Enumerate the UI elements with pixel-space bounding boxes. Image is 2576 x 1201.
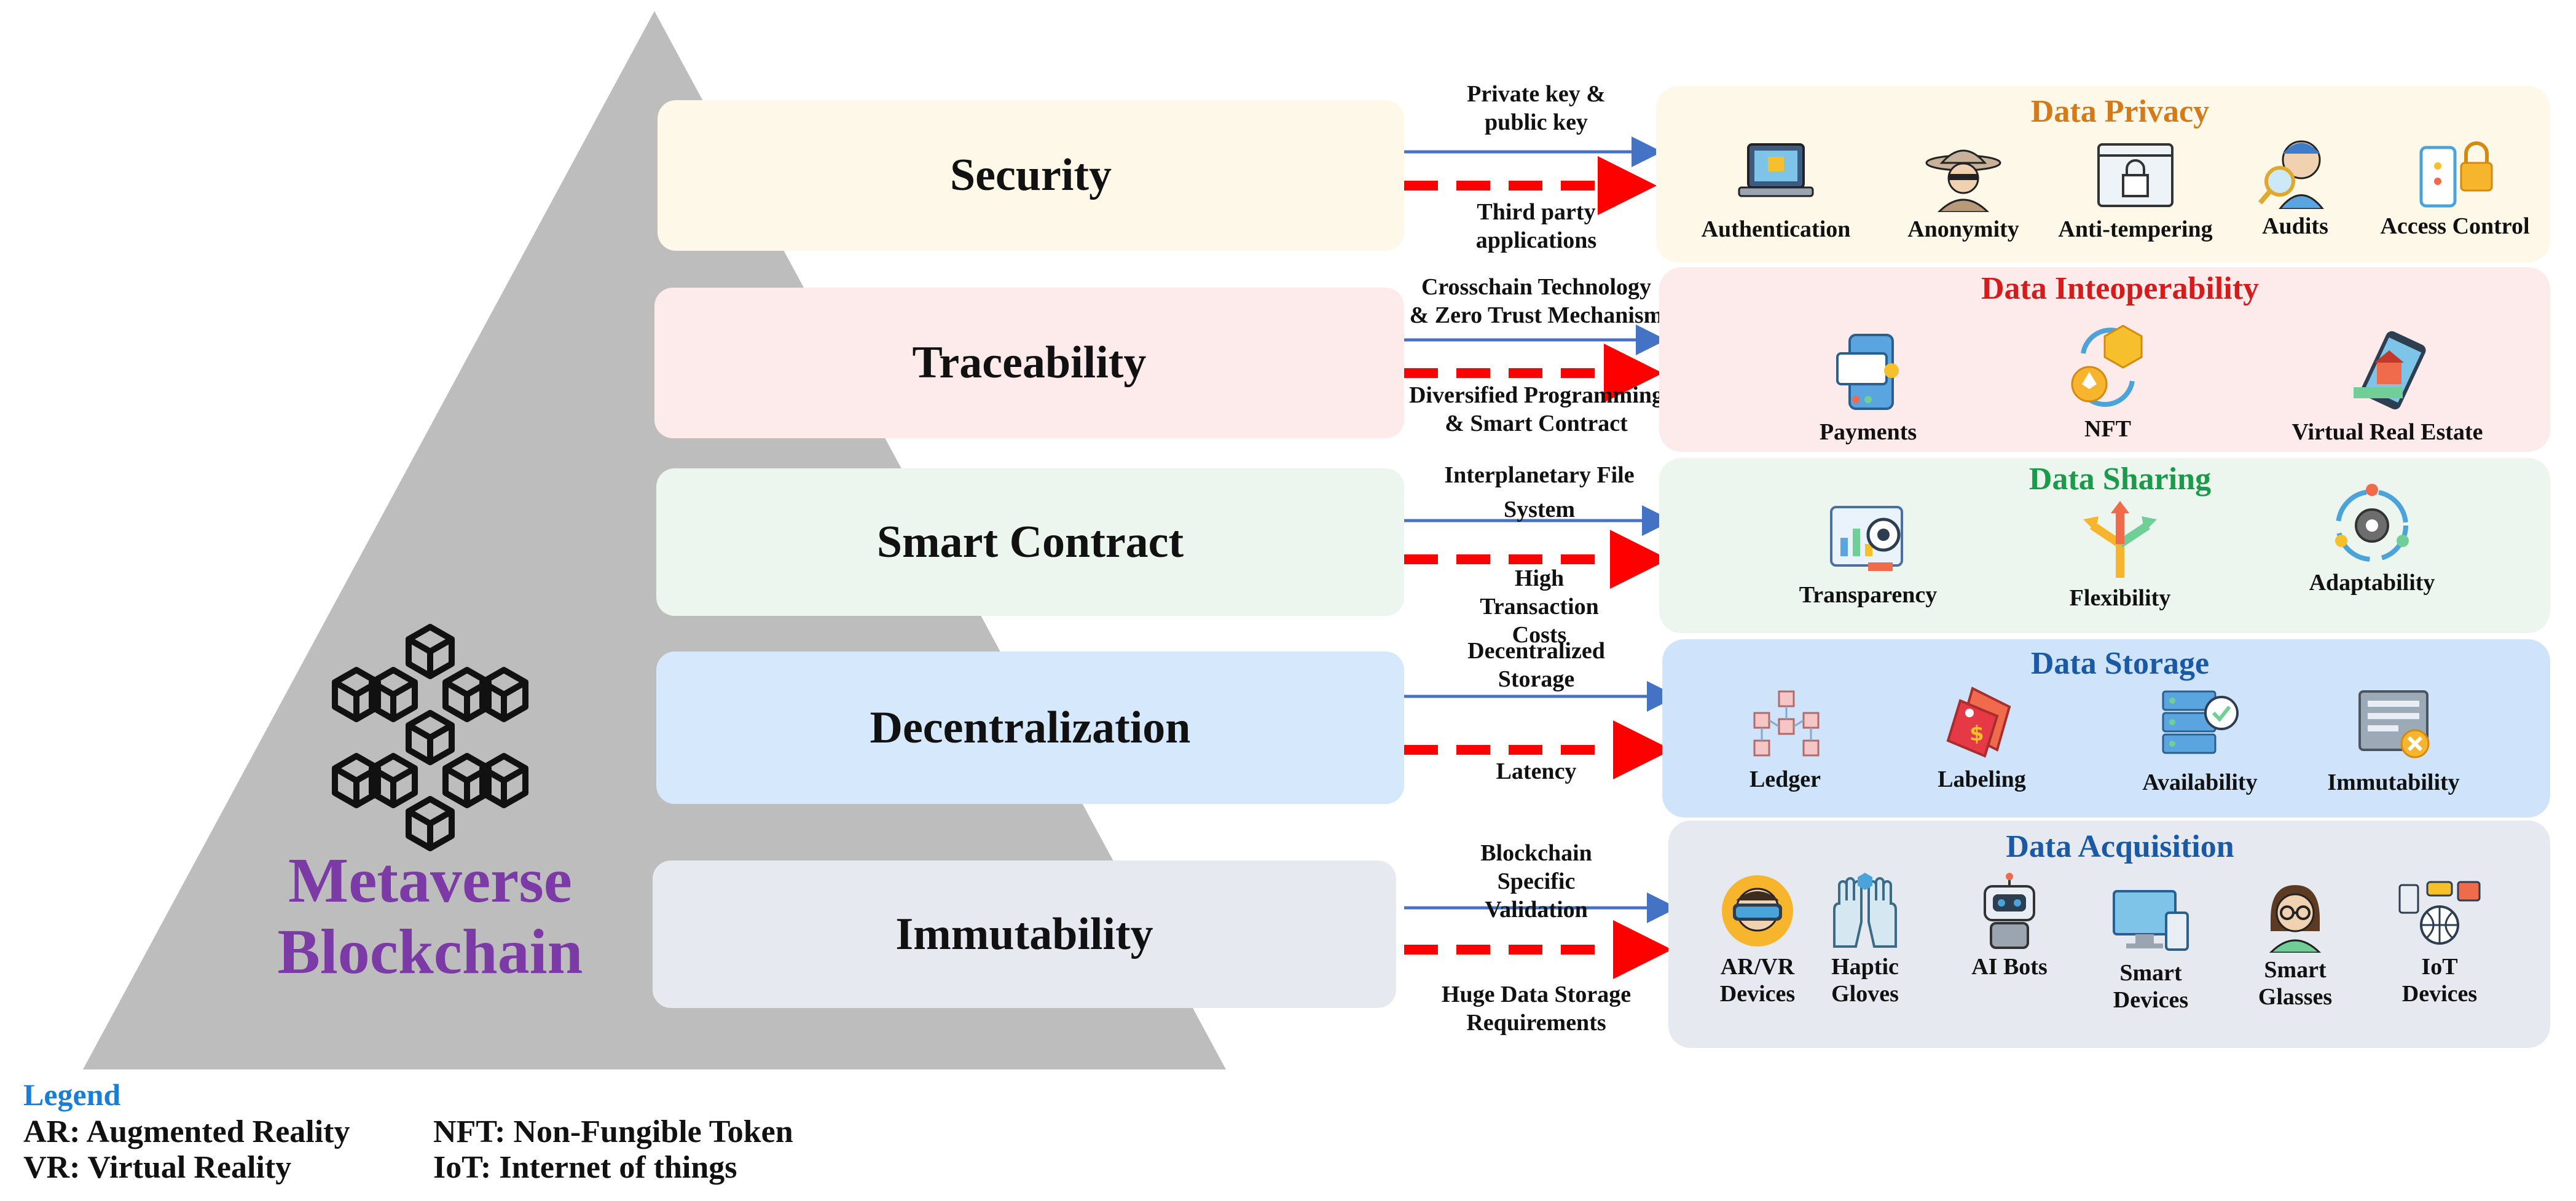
layer-traceability: Traceability [654, 288, 1404, 438]
glasses-person-icon [2269, 885, 2322, 953]
feature-iot-devices: IoT Devices [2378, 873, 2501, 1007]
layer-label: Decentralization [870, 702, 1191, 753]
arrow-label-bottom: Latency [1496, 758, 1577, 784]
feature-access-control: Access Control [2357, 132, 2553, 240]
legend-item-iot: IoT: Internet of things [433, 1150, 737, 1185]
nft-icon [2071, 325, 2143, 407]
feature-virtual-real-estate: Virtual Real Estate [2258, 329, 2516, 446]
category-title: Data Privacy [2030, 94, 2210, 129]
pyramid-shape [83, 11, 1226, 1069]
feature-nft: NFT [2046, 323, 2169, 443]
spy-icon [1925, 149, 2001, 212]
vr-estate-icon [2354, 331, 2426, 410]
feature-authentication: Authentication [1675, 138, 1877, 243]
legend-title: Legend [23, 1077, 121, 1112]
feature-ar-vr-devices: AR/VR Devices [1699, 873, 1816, 1007]
arrow-label-top: Decentralized Storage [1467, 638, 1605, 692]
arrow-label-bottom: High Transaction Costs [1480, 565, 1599, 648]
iot-icon [2398, 881, 2481, 945]
feature-payments: Payments [1788, 329, 1948, 446]
feature-availability: Availability [2114, 685, 2286, 796]
pyramid-title-line2: Blockchain [277, 916, 583, 987]
robot-icon [1984, 873, 2035, 949]
feature-labeling: $ Labeling [1911, 682, 2052, 793]
gloves-icon [1833, 873, 1897, 948]
svg-text:$: $ [1969, 722, 1984, 746]
pyramid-title-line1: Metaverse [288, 845, 572, 916]
lock-window-icon [2097, 143, 2174, 207]
category-title: Data Sharing [2028, 462, 2212, 497]
feature-audits: Audits [2240, 132, 2350, 240]
pyramid-title: Metaverse Blockchain [240, 845, 621, 988]
feature-adaptability: Adaptability [2280, 482, 2464, 596]
category-title: Data Inteoperability [1981, 271, 2260, 306]
arrow-label-top: Blockchain Specific Validation [1480, 840, 1592, 923]
layer-decentralization: Decentralization [656, 652, 1404, 804]
legend-item-ar: AR: Augmented Reality [23, 1114, 350, 1149]
ledger-cubes-icon [1753, 690, 1820, 757]
layer-security: Security [658, 100, 1404, 251]
layer-label: Security [949, 150, 1112, 200]
layer-smart-contract: Smart Contract [656, 468, 1404, 616]
auditor-icon [2258, 140, 2324, 209]
arrow-label-bottom: Huge Data Storage Requirements [1441, 982, 1632, 1036]
legend-item-nft: NFT: Non-Fungible Token [433, 1114, 793, 1149]
feature-smart-glasses: Smart Glasses [2237, 876, 2354, 1010]
feature-smart-devices: Smart Devices [2092, 885, 2209, 1014]
gear-cycle-icon [2335, 484, 2409, 562]
layer-label: Immutability [895, 908, 1153, 959]
category-title: Data Storage [2030, 646, 2210, 681]
vr-headset-icon [1722, 875, 1793, 947]
feature-anti-tempering: Anti-tempering [2031, 138, 2240, 243]
feature-ai-bots: AI Bots [1951, 873, 2068, 980]
laptop-lock-icon [1738, 143, 1814, 197]
phone-lock-icon [2419, 141, 2493, 208]
feature-immutability-storage: Immutability [2301, 685, 2486, 796]
legend-item-vr: VR: Virtual Reality [23, 1150, 292, 1185]
panel-data-acquisition [1668, 821, 2550, 1048]
feature-transparency: Transparency [1770, 501, 1966, 608]
payment-icon [1836, 334, 1899, 410]
branch-arrows-icon [2083, 501, 2157, 578]
arrow-label-top: Interplanetary File System [1444, 462, 1635, 522]
arrow-label-bottom: Third party applications [1475, 199, 1597, 253]
layer-label: Smart Contract [876, 516, 1184, 567]
monitor-phone-icon [2113, 890, 2189, 951]
feature-flexibility: Flexibility [2034, 501, 2206, 612]
feature-ledger: Ledger [1727, 688, 1844, 793]
eye-chart-icon [1830, 506, 1903, 571]
server-check-icon [2162, 690, 2239, 754]
arrow-label-top: Private key & public key [1467, 81, 1606, 135]
category-title: Data Acquisition [2006, 829, 2234, 864]
arrow-label-top: Crosschain Technology & Zero Trust Mecha… [1409, 274, 1663, 328]
feature-haptic-gloves: Haptic Gloves [1813, 873, 1917, 1007]
layer-label: Traceability [912, 337, 1147, 388]
blockchain-cubes-icon [335, 627, 525, 848]
tags-icon: $ [1946, 687, 2011, 758]
feature-anonymity: Anonymity [1887, 138, 2040, 243]
layer-immutability: Immutability [653, 860, 1396, 1008]
arrow-label-bottom: Diversified Programming & Smart Contract [1408, 382, 1664, 436]
doc-x-icon [2358, 690, 2430, 758]
